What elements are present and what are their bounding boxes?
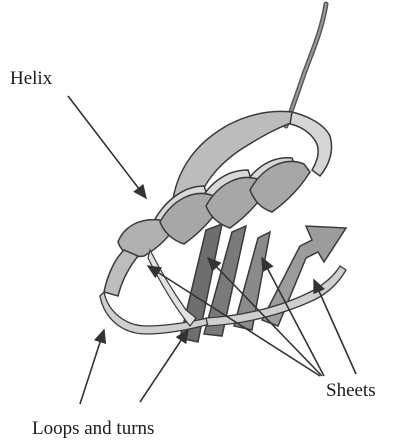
- loop-strand-connector: [148, 250, 196, 326]
- sheets-pointer-arrow: [314, 280, 356, 374]
- loops-pointer-arrow: [80, 330, 104, 404]
- loops-pointer-arrow: [140, 330, 188, 402]
- sheets-label: Sheets: [326, 380, 376, 401]
- helix-label: Helix: [10, 68, 53, 89]
- loops-and-turns-label: Loops and turns: [32, 418, 154, 439]
- helix-pointer-arrow: [68, 96, 146, 198]
- protein-ribbon-structure: [100, 4, 346, 342]
- helix-end-ribbon: [104, 250, 138, 296]
